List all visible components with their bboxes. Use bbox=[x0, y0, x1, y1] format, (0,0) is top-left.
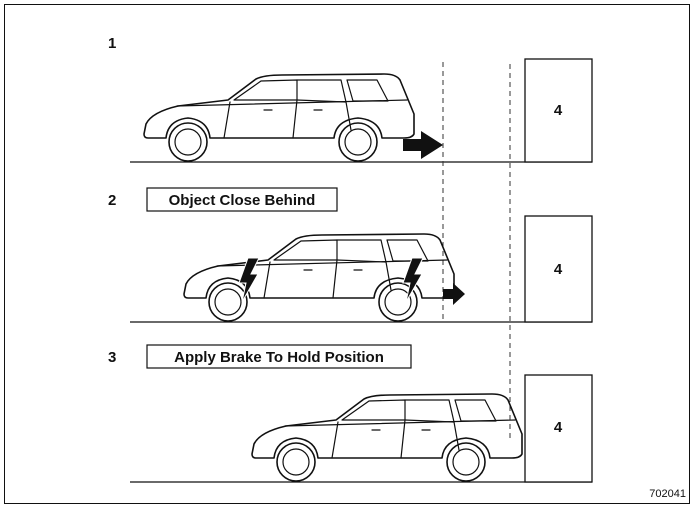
step-label-3: Apply Brake To Hold Position bbox=[174, 349, 384, 366]
car-step-1 bbox=[143, 73, 415, 162]
figure-frame bbox=[4, 4, 690, 504]
obstacle-box-3 bbox=[524, 374, 593, 483]
motion-arrow-large bbox=[403, 131, 443, 159]
obstacle-label-1: 4 bbox=[554, 102, 563, 119]
obstacle-box-2 bbox=[524, 215, 593, 323]
motion-arrow-small bbox=[443, 283, 465, 305]
step-number-2: 2 bbox=[108, 192, 116, 209]
step-label-2: Object Close Behind bbox=[169, 192, 316, 209]
step-number-3: 3 bbox=[108, 349, 116, 366]
step-label-box-2 bbox=[146, 187, 338, 212]
obstacle-box-1 bbox=[524, 58, 593, 163]
obstacle-label-3: 4 bbox=[554, 419, 563, 436]
figure-code: 702041 bbox=[649, 488, 686, 500]
step-number-1: 1 bbox=[108, 35, 116, 52]
car-step-3 bbox=[251, 393, 523, 482]
obstacle-label-2: 4 bbox=[554, 261, 563, 278]
step-label-box-3 bbox=[146, 344, 412, 369]
impact-bolt-icon-rear bbox=[402, 257, 424, 303]
